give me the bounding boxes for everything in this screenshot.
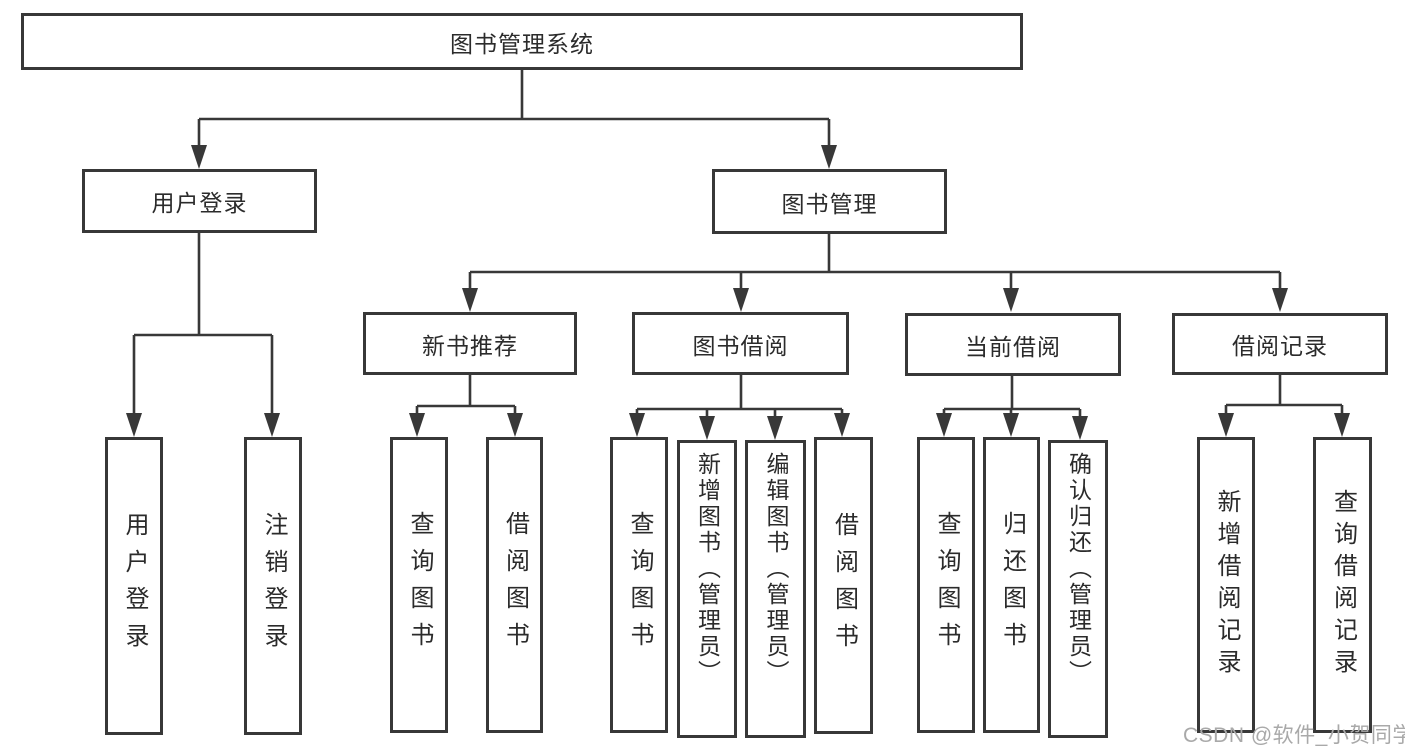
node-label: 图书借阅 xyxy=(692,332,789,359)
leaf-borrow-books-1: 借阅图书 xyxy=(486,437,543,733)
node-label: 图书管理 xyxy=(781,190,878,217)
leaf-user-login: 用户登录 xyxy=(105,437,163,735)
node-label: 确认归还（管理员） xyxy=(1065,452,1092,686)
node-label: 图书管理系统 xyxy=(450,30,594,57)
node-label: 查询图书 xyxy=(406,511,433,659)
leaf-edit-books-admin: 编辑图书（管理员） xyxy=(745,440,806,738)
node-label: 当前借阅 xyxy=(965,333,1061,360)
node-user-login: 用户登录 xyxy=(82,169,317,233)
node-label: 查询图书 xyxy=(933,511,960,659)
node-label: 新增图书（管理员） xyxy=(694,452,721,686)
node-label: 用户登录 xyxy=(151,190,248,216)
leaf-query-books-3: 查询图书 xyxy=(917,437,975,733)
node-new-book-recommend: 新书推荐 xyxy=(363,312,577,375)
node-label: 用户登录 xyxy=(121,512,148,660)
node-book-borrowing: 图书借阅 xyxy=(632,312,849,375)
node-label: 借阅图书 xyxy=(830,511,858,660)
node-label: 编辑图书（管理员） xyxy=(763,452,789,686)
leaf-query-books-1: 查询图书 xyxy=(390,437,448,733)
leaf-logout: 注销登录 xyxy=(244,437,302,735)
node-label: 查询借阅记录 xyxy=(1329,489,1357,681)
leaf-borrow-books-2: 借阅图书 xyxy=(814,437,873,734)
node-label: 归还图书 xyxy=(998,511,1026,659)
csdn-watermark: CSDN @软件_小贺同学 xyxy=(1183,724,1405,747)
node-current-borrowing: 当前借阅 xyxy=(905,313,1121,376)
node-label: 查询图书 xyxy=(626,511,653,659)
leaf-query-borrow-record: 查询借阅记录 xyxy=(1313,437,1372,733)
node-label: 借阅记录 xyxy=(1232,333,1328,359)
leaf-add-borrow-record: 新增借阅记录 xyxy=(1197,437,1255,733)
node-label: 新书推荐 xyxy=(422,332,518,359)
node-label: 新增借阅记录 xyxy=(1213,489,1240,681)
node-book-management: 图书管理 xyxy=(712,169,947,234)
leaf-return-books: 归还图书 xyxy=(983,437,1040,733)
node-borrowing-records: 借阅记录 xyxy=(1172,313,1388,375)
node-library-system: 图书管理系统 xyxy=(21,13,1023,70)
node-label: 借阅图书 xyxy=(501,511,529,659)
leaf-query-books-2: 查询图书 xyxy=(610,437,668,733)
leaf-add-books-admin: 新增图书（管理员） xyxy=(677,440,737,738)
node-label: 注销登录 xyxy=(260,512,287,660)
leaf-confirm-return-admin: 确认归还（管理员） xyxy=(1048,440,1108,738)
